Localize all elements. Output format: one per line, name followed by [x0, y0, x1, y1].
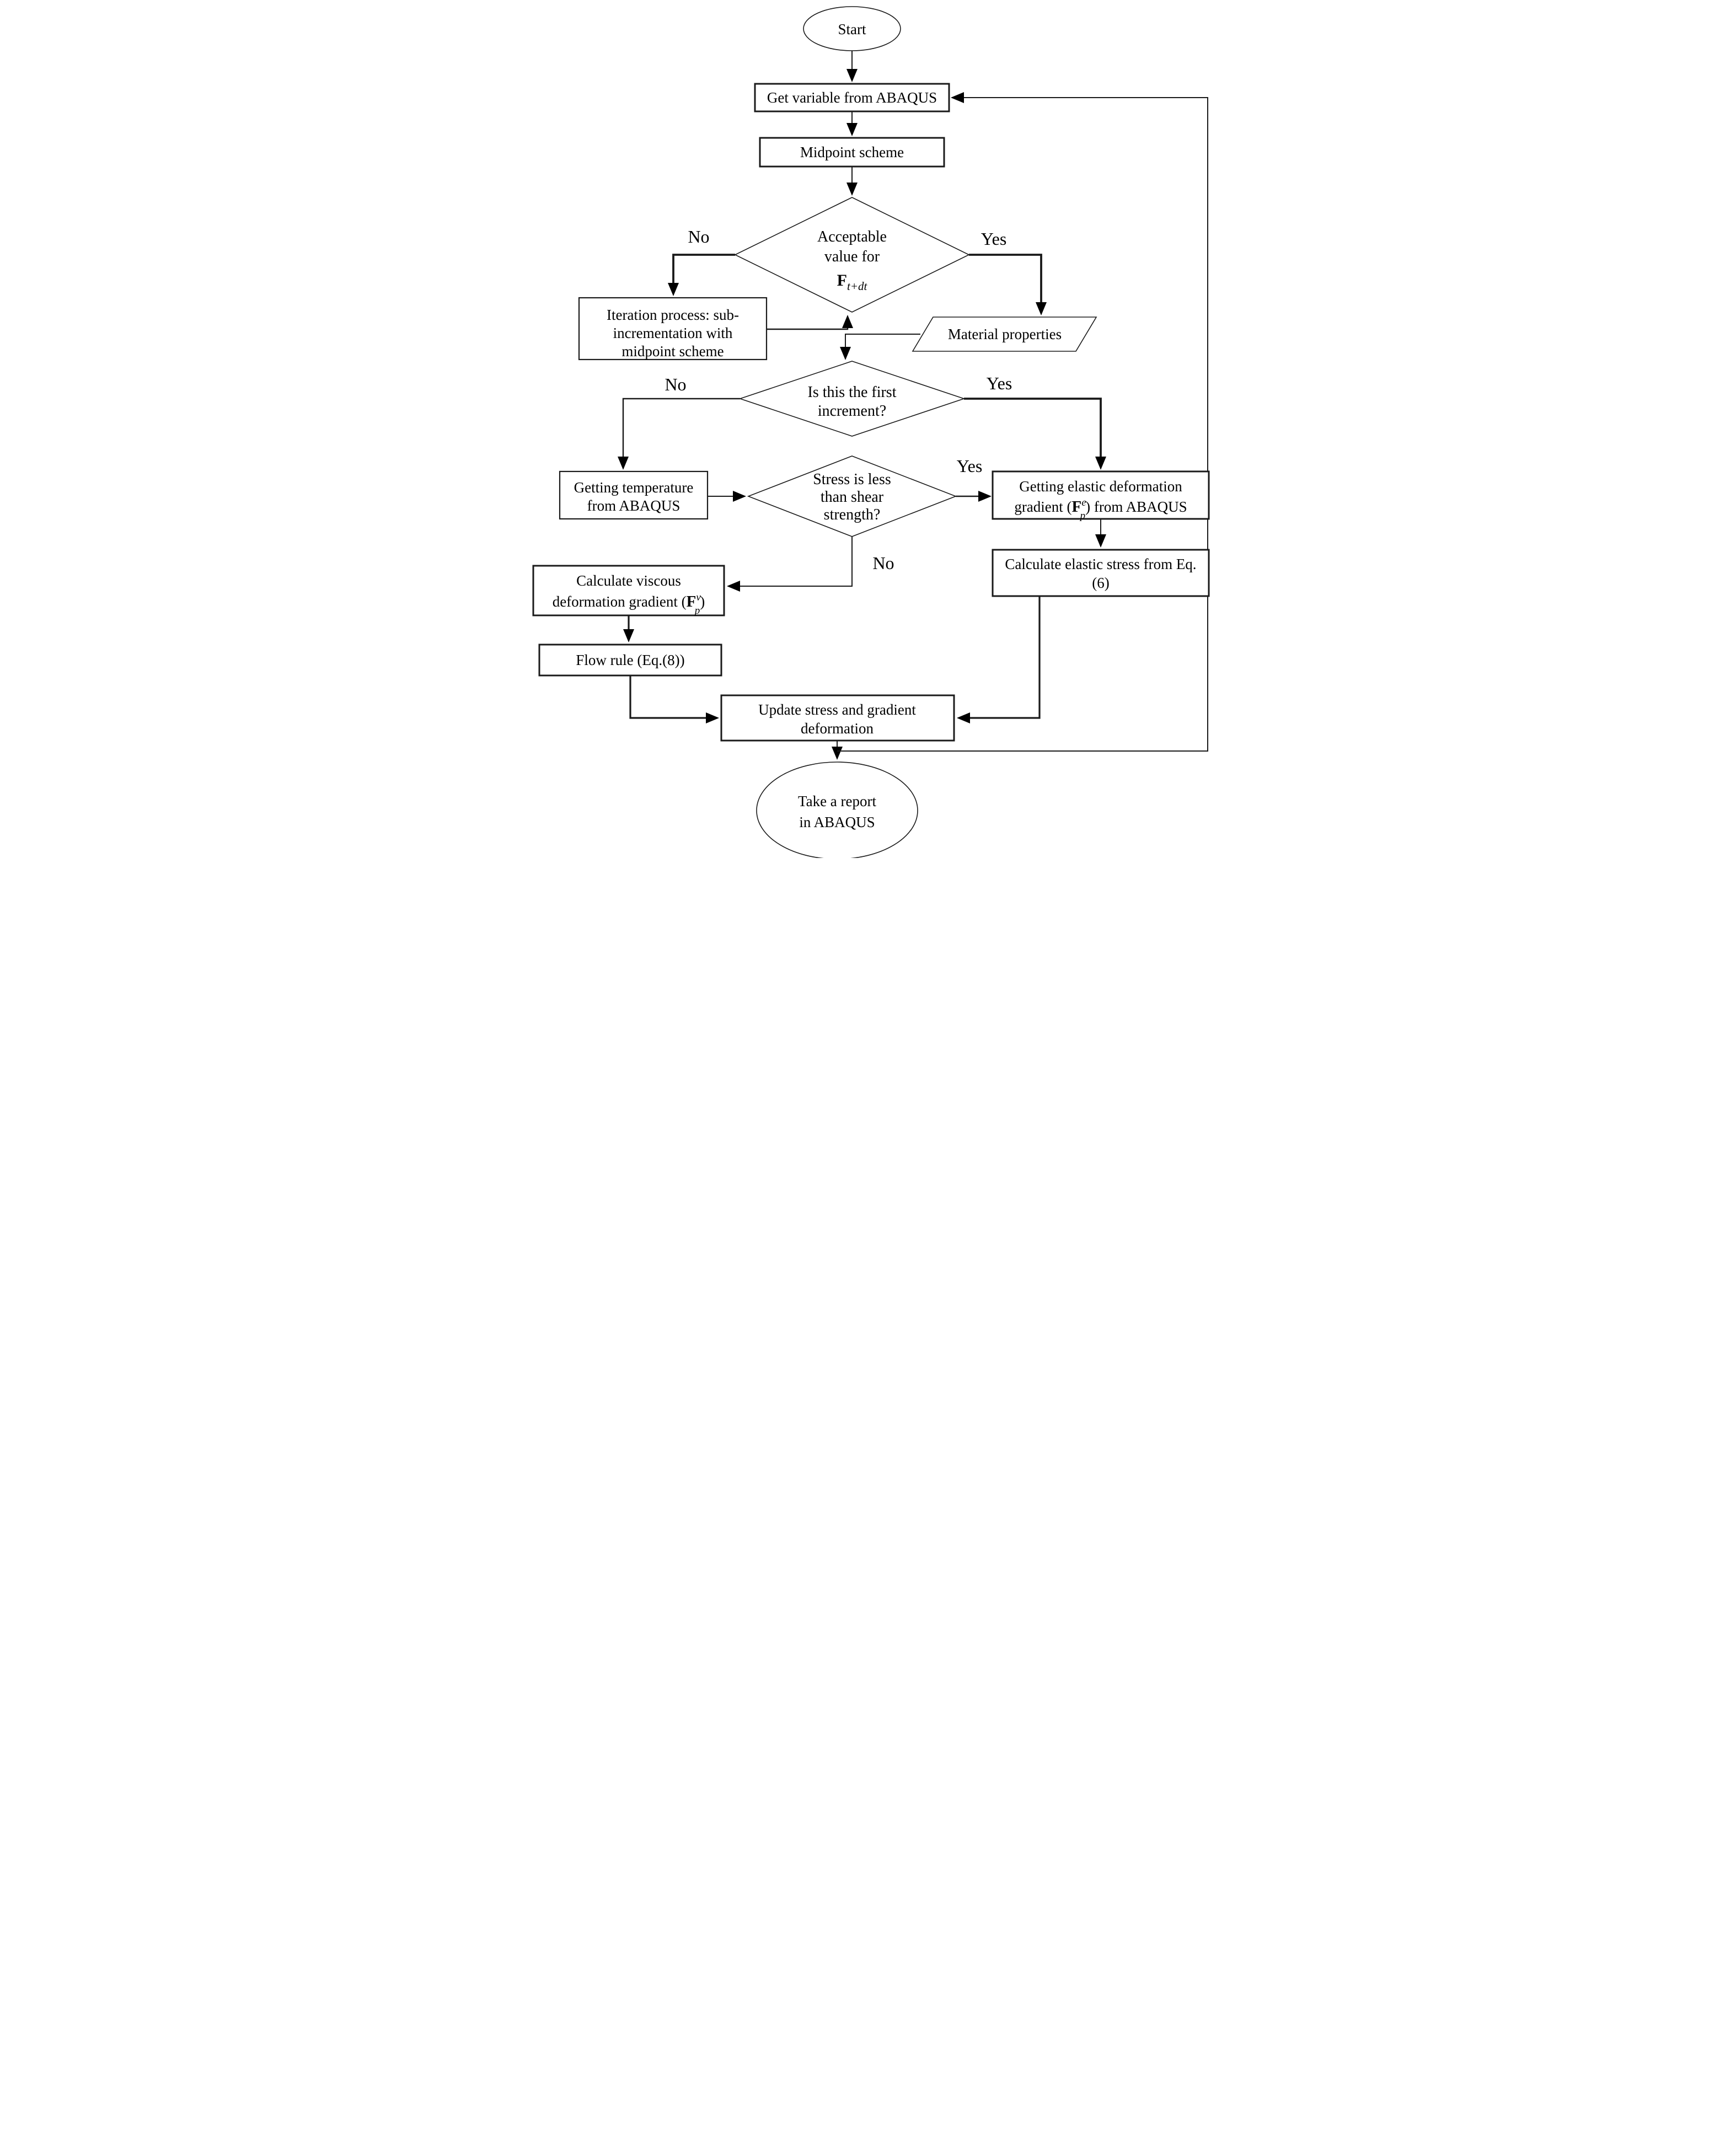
update-line2: deformation — [801, 720, 874, 737]
acceptable-value-line1: Acceptable — [817, 228, 887, 245]
arrow-flowrule-to-update — [629, 675, 719, 723]
elastic-gradient-line1: Getting elastic deformation — [1019, 478, 1182, 495]
start-label: Start — [838, 21, 866, 37]
report-node — [756, 762, 918, 858]
stress-decision-line2: than shear — [820, 489, 883, 506]
arrow-material-to-decision2 — [839, 334, 920, 360]
nodes: Start Get variable from ABAQUS Midpoint … — [532, 6, 1209, 858]
get-variable-node — [754, 83, 950, 112]
flow-rule-label: Flow rule (Eq.(8)) — [576, 652, 684, 668]
flowchart: Start Get variable from ABAQUS Midpoint … — [521, 0, 1215, 858]
viscous-gradient-line1: Calculate viscous — [576, 572, 681, 589]
stress-decision-line3: strength? — [823, 506, 880, 523]
stress-decision-line1: Stress is less — [813, 471, 891, 488]
elastic-gradient-node — [992, 470, 1209, 520]
report-line1: Take a report — [797, 793, 876, 809]
first-increment-line2: increment? — [817, 403, 886, 420]
connectors — [617, 51, 1208, 760]
decision2-no-label: No — [665, 374, 686, 394]
decision3-no-label: No — [872, 553, 894, 573]
elastic-stress-line2: (6) — [1092, 575, 1109, 591]
arrow-decision1-yes-to-material — [968, 254, 1047, 315]
first-increment-decision — [738, 361, 966, 437]
iteration-line3: midpoint scheme — [621, 343, 724, 360]
feedback-loop-update-to-getvariable — [837, 92, 1208, 752]
first-increment-line1: Is this the first — [807, 384, 896, 401]
arrow-elasticstress-to-update — [956, 596, 1041, 723]
viscous-gradient-node — [532, 565, 725, 616]
arrow-decision2-no-to-temperature — [617, 398, 740, 470]
acceptable-value-decision — [733, 197, 970, 313]
flow-rule-node — [538, 644, 722, 677]
material-properties-label: Material properties — [947, 326, 1061, 342]
material-properties-node — [912, 317, 1097, 352]
elastic-stress-line1: Calculate elastic stress from Eq. — [1005, 556, 1196, 572]
get-variable-label: Get variable from ABAQUS — [767, 89, 936, 106]
midpoint-label: Midpoint scheme — [800, 144, 903, 160]
arrow-decision1-no-to-iteration — [667, 254, 735, 296]
iteration-process-node — [578, 297, 767, 361]
branch-labels: No Yes No Yes Yes No — [665, 227, 1012, 573]
temperature-line2: from ABAQUS — [587, 497, 680, 514]
acceptable-value-formula: Ft+dt — [837, 271, 867, 293]
iteration-line2: incrementation with — [613, 325, 732, 341]
decision3-yes-label: Yes — [956, 456, 982, 476]
arrow-iteration-loop-to-decision1 — [766, 315, 853, 330]
decision2-yes-label: Yes — [986, 373, 1012, 393]
flowchart-canvas: Start Get variable from ABAQUS Midpoint … — [521, 0, 1215, 858]
temperature-line1: Getting temperature — [574, 479, 693, 496]
iteration-line1: Iteration process: sub- — [607, 307, 739, 323]
acceptable-value-line2: value for — [824, 248, 880, 265]
temperature-node — [559, 470, 708, 520]
arrow-decision2-yes-to-elasticgradient — [963, 398, 1106, 470]
stress-decision — [747, 455, 957, 537]
update-node — [720, 694, 955, 742]
arrow-decision3-no-to-viscous — [726, 537, 853, 592]
report-line2: in ABAQUS — [799, 814, 875, 830]
elastic-stress-node — [992, 549, 1209, 597]
start-node — [802, 6, 901, 51]
decision1-yes-label: Yes — [980, 229, 1006, 249]
midpoint-node — [759, 137, 945, 168]
decision1-no-label: No — [688, 227, 709, 246]
update-line1: Update stress and gradient — [758, 701, 916, 718]
